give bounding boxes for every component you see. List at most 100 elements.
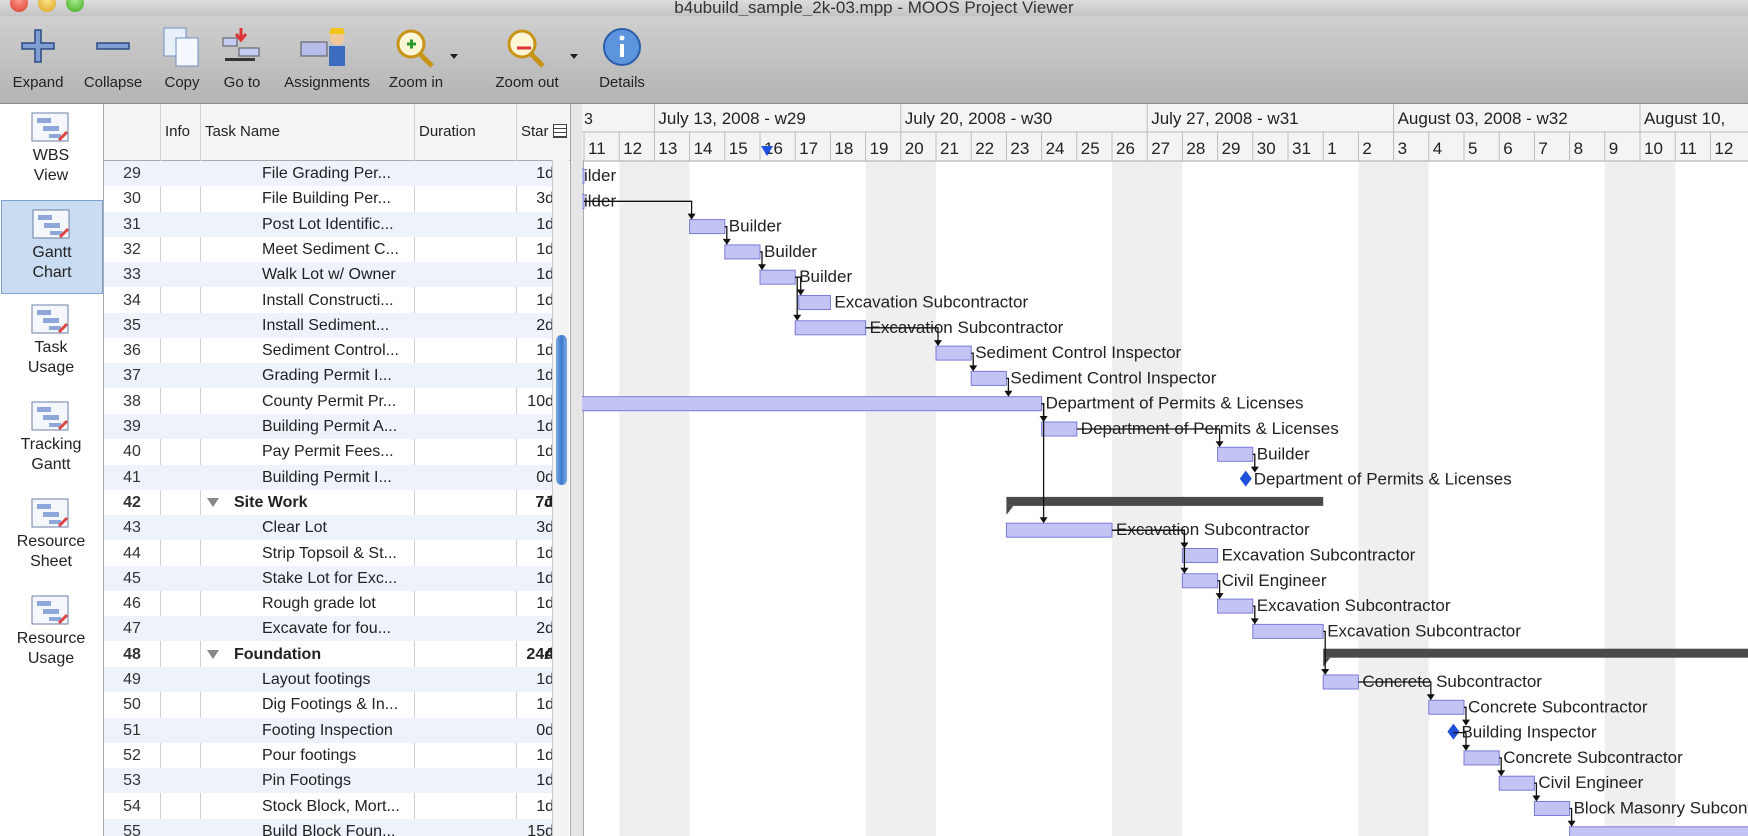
task-bar[interactable]: [1217, 446, 1254, 462]
collapse-button[interactable]: Collapse: [80, 16, 146, 103]
task-bar[interactable]: [1217, 598, 1254, 614]
task-bar[interactable]: [1428, 699, 1465, 715]
summary-bar[interactable]: [1323, 648, 1748, 658]
link-arrowhead: [1426, 694, 1435, 701]
view-tracking-gantt[interactable]: Tracking Gantt: [1, 393, 101, 485]
milestone-diamond[interactable]: [1239, 470, 1252, 487]
zoomout-button[interactable]: Zoom out: [484, 16, 578, 103]
week-label: July 20, 2008 - w30: [905, 109, 1052, 128]
task-bar[interactable]: [689, 219, 726, 235]
day-label: 12: [623, 139, 642, 158]
scrollbar-thumb[interactable]: [556, 335, 567, 485]
view-wbs-view[interactable]: WBS View: [1, 104, 101, 196]
task-bar[interactable]: [1463, 750, 1500, 766]
task-bar[interactable]: [1181, 573, 1219, 589]
goto-icon: [214, 26, 270, 68]
minimize-window-button[interactable]: [38, 0, 56, 12]
milestone-diamond[interactable]: [1447, 723, 1460, 740]
table-vertical-scrollbar[interactable]: [552, 160, 569, 836]
task-bar[interactable]: [1041, 421, 1078, 437]
task-bar[interactable]: [798, 295, 831, 310]
task-duration: 1d: [536, 367, 554, 385]
details-button[interactable]: Details: [592, 16, 652, 103]
task-bar[interactable]: [935, 345, 972, 361]
row-number: 34: [123, 291, 141, 309]
task-bar[interactable]: [1569, 826, 1748, 836]
row-number: 33: [123, 266, 141, 284]
column-chooser-icon[interactable]: [553, 124, 567, 138]
info-column-header[interactable]: Info: [160, 104, 200, 160]
tracking-gantt-icon: [1, 399, 101, 435]
task-bar[interactable]: [1533, 801, 1571, 816]
view-task-usage[interactable]: Task Usage: [1, 296, 101, 388]
dropdown-arrow-icon[interactable]: [450, 54, 458, 59]
start-column-header[interactable]: Star: [516, 104, 556, 160]
link-arrowhead: [1250, 466, 1259, 473]
zoomin-button[interactable]: Zoom in: [382, 16, 458, 103]
task-bar[interactable]: [759, 269, 796, 285]
task-bar[interactable]: [1252, 623, 1324, 639]
task-name: Build Block Foun...: [262, 822, 396, 836]
resource-label: Concrete Subcontractor: [1503, 748, 1683, 767]
close-window-button[interactable]: [10, 0, 28, 12]
view-gantt-chart[interactable]: Gantt Chart: [1, 200, 103, 294]
table-header: Info Task Name Duration Star: [104, 104, 570, 161]
task-bar[interactable]: [582, 396, 1043, 412]
task-bar[interactable]: [1322, 674, 1359, 690]
zoom-window-button[interactable]: [66, 0, 84, 12]
assignments-button[interactable]: Assignments: [276, 16, 378, 103]
goto-button[interactable]: Go to: [214, 16, 270, 103]
link-arrowhead: [1532, 795, 1541, 802]
row-number: 55: [123, 822, 141, 836]
view-resource-usage[interactable]: Resource Usage: [1, 587, 101, 679]
duration-column-header[interactable]: Duration: [414, 104, 520, 160]
link-arrowhead: [1497, 770, 1506, 777]
task-bar[interactable]: [794, 320, 867, 336]
task-bar[interactable]: [582, 168, 585, 184]
task-name-column-header[interactable]: Task Name: [200, 104, 418, 160]
task-bar[interactable]: [970, 370, 1007, 386]
expand-button[interactable]: Expand: [8, 16, 68, 103]
task-bar[interactable]: [724, 244, 761, 260]
copy-button[interactable]: Copy: [152, 16, 212, 103]
pane-splitter[interactable]: [570, 104, 584, 836]
view-resource-sheet[interactable]: Resource Sheet: [1, 490, 101, 582]
task-bar[interactable]: [1005, 522, 1113, 538]
collapse-triangle-icon[interactable]: [207, 649, 219, 659]
task-bar[interactable]: [1498, 775, 1535, 791]
task-bar[interactable]: [1181, 548, 1219, 563]
collapse-triangle-icon[interactable]: [207, 497, 219, 507]
row-number: 48: [123, 645, 141, 663]
dropdown-arrow-icon[interactable]: [570, 54, 578, 59]
summary-bar[interactable]: [1006, 496, 1324, 506]
dependency-link: [1006, 377, 1010, 392]
day-label: 14: [694, 139, 713, 158]
